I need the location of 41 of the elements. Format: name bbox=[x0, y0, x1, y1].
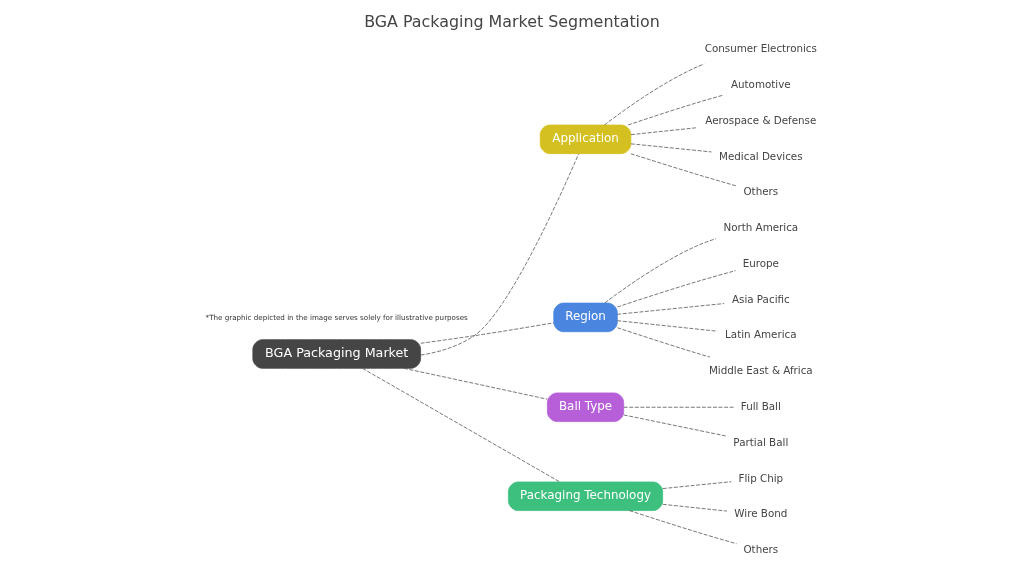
node-text: Full Ball bbox=[740, 399, 781, 412]
node-text: Flip Chip bbox=[738, 471, 784, 484]
connector bbox=[617, 303, 725, 315]
connector bbox=[630, 153, 737, 187]
connector bbox=[604, 63, 705, 126]
node-text: Consumer Electronics bbox=[704, 42, 817, 55]
connector bbox=[403, 367, 548, 400]
node-text: Medical Devices bbox=[719, 149, 803, 162]
node-text: Asia Pacific bbox=[731, 292, 790, 305]
connector bbox=[630, 127, 698, 136]
connector bbox=[630, 143, 712, 153]
node-box: Packaging Technology bbox=[508, 481, 664, 511]
connector bbox=[420, 322, 554, 344]
node-text: Middle East & Africa bbox=[708, 364, 813, 377]
connector bbox=[623, 414, 726, 437]
node-text: Latin America bbox=[725, 328, 797, 341]
node-box: BGA Packaging Market bbox=[252, 339, 421, 369]
node-text: Partial Ball bbox=[733, 435, 789, 448]
node-text: North America bbox=[723, 221, 799, 234]
node-box: Region bbox=[553, 302, 618, 333]
node-box: Ball Type bbox=[547, 392, 625, 422]
node-box: Application bbox=[539, 124, 632, 155]
connector bbox=[617, 270, 737, 308]
connector bbox=[617, 320, 718, 332]
connector bbox=[627, 94, 725, 126]
connector bbox=[623, 406, 735, 408]
connector bbox=[362, 368, 560, 483]
connector bbox=[617, 327, 711, 358]
node-text: Automotive bbox=[730, 77, 791, 90]
connector bbox=[629, 510, 737, 545]
connector bbox=[604, 238, 717, 304]
connector bbox=[662, 481, 732, 489]
node-text: Wire Bond bbox=[734, 507, 788, 520]
label: *The graphic depicted in the image serves solely for illustrative purposes bbox=[205, 312, 468, 322]
node-text: Aerospace & Defense bbox=[705, 113, 817, 126]
connector bbox=[420, 153, 579, 356]
diagram-title: BGA Packaging Market Segmentation bbox=[364, 12, 660, 32]
node-text: Others bbox=[743, 185, 779, 198]
connector bbox=[662, 503, 728, 512]
node-text: Others bbox=[743, 543, 779, 556]
node-text: Europe bbox=[742, 256, 779, 269]
